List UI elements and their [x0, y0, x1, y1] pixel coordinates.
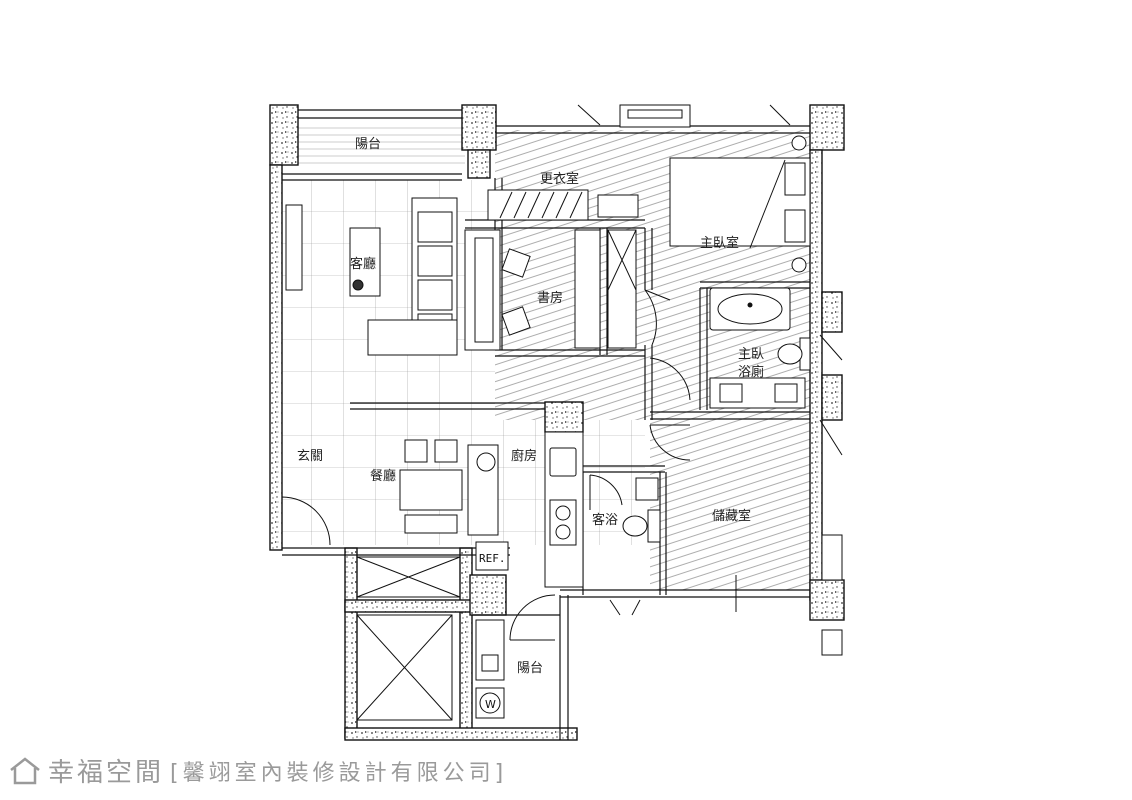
label-walk-in-closet: 更衣室 — [540, 171, 579, 187]
label-dining-room: 餐廳 — [370, 468, 396, 484]
sofa-chaise — [367, 319, 458, 356]
label-storage-room: 儲藏室 — [712, 508, 751, 524]
window-right-b — [821, 534, 843, 581]
stair-landing — [356, 556, 461, 598]
study-shelf — [464, 229, 501, 351]
entry-door — [281, 496, 331, 546]
study-furniture — [501, 229, 637, 349]
elevator-shaft — [356, 614, 453, 721]
refrigerator — [475, 541, 509, 571]
windows — [619, 104, 843, 656]
right-column-mid — [821, 291, 843, 333]
top-mid-column — [461, 104, 497, 151]
label-study: 書房 — [537, 290, 563, 306]
label-balcony-top: 陽台 — [355, 137, 381, 152]
nightstand-lamp-bottom — [791, 257, 807, 273]
pillow-bottom — [784, 209, 806, 243]
guest-toilet-bowl — [622, 515, 648, 537]
room-labels: 陽台 客廳 更衣室 主臥室 書房 主臥 浴廁 玄關 餐廳 廚房 客浴 儲藏室 陽… — [297, 137, 764, 676]
window-right-a — [821, 291, 843, 333]
stair-wall-left — [344, 547, 358, 739]
nightstand-lamp-top — [791, 135, 807, 151]
guest-toilet-tank — [647, 509, 661, 543]
refrigerator-label: REF. — [479, 552, 506, 565]
passage-door — [649, 357, 691, 401]
right-column-bottom — [809, 579, 845, 621]
lobby-column — [469, 574, 507, 616]
top-door — [577, 104, 791, 126]
study-chair-bottom — [501, 306, 531, 336]
window-right-c — [821, 629, 843, 656]
decor-ball — [352, 279, 364, 291]
structural-walls — [269, 104, 845, 741]
storage-door — [649, 424, 691, 461]
label-entrance: 玄關 — [297, 449, 323, 464]
left-exterior-wall — [269, 164, 283, 551]
watermark-firm: [馨翊室內裝修設計有限公司] — [170, 760, 508, 786]
coffee-table — [349, 227, 381, 297]
pillow-top — [784, 162, 806, 196]
balcony-floor-lines — [285, 127, 465, 164]
kitchen-fixtures — [475, 431, 584, 588]
closet-cabinet — [607, 229, 637, 349]
top-left-column — [269, 104, 299, 166]
master-bath-fixtures — [709, 287, 811, 409]
dining-furniture — [399, 439, 499, 536]
window-bedroom-top — [619, 104, 691, 128]
study-chair-top — [501, 248, 531, 278]
bottom-wall — [344, 727, 578, 741]
balcony-door — [509, 594, 556, 641]
study-door — [644, 289, 671, 346]
stair-top-band — [344, 599, 473, 613]
dining-table — [399, 469, 463, 511]
balcony-appliances — [475, 619, 505, 719]
storage-wood-floor — [650, 420, 815, 590]
house-logo-icon — [10, 756, 40, 784]
washer-label: W — [485, 698, 496, 711]
study-desk — [574, 229, 601, 349]
label-guest-bath: 客浴 — [592, 512, 618, 528]
service-column — [467, 149, 491, 179]
kitchen-sink — [549, 447, 577, 477]
label-living-room: 客廳 — [350, 256, 376, 272]
guest-basin — [635, 477, 659, 501]
closet-hangers — [487, 189, 639, 221]
label-kitchen: 廚房 — [511, 448, 537, 464]
guest-bath-fixtures — [622, 477, 661, 543]
label-master-bath-2: 浴廁 — [738, 364, 764, 380]
stair-lobby — [356, 556, 461, 721]
living-furniture — [285, 197, 501, 356]
guest-bath-door — [589, 474, 623, 510]
right-exterior-wall — [809, 149, 823, 601]
kitchen-column — [544, 401, 584, 433]
tv-cabinet — [285, 204, 303, 291]
label-master-bath-1: 主臥 — [738, 347, 764, 362]
label-master-bedroom: 主臥室 — [700, 235, 739, 251]
watermark: 幸福空間 [馨翊室內裝修設計有限公司] — [8, 752, 507, 789]
top-balcony-floor — [285, 120, 465, 175]
bar-sink — [476, 452, 496, 472]
label-balcony-bottom: 陽台 — [517, 661, 543, 676]
right-column-low — [821, 374, 843, 421]
doors — [281, 104, 843, 641]
master-toilet-bowl — [777, 343, 803, 365]
watermark-brand: 幸福空間 — [48, 758, 165, 788]
top-right-column — [809, 104, 845, 151]
right-door — [819, 334, 843, 456]
master-bed — [669, 135, 811, 273]
